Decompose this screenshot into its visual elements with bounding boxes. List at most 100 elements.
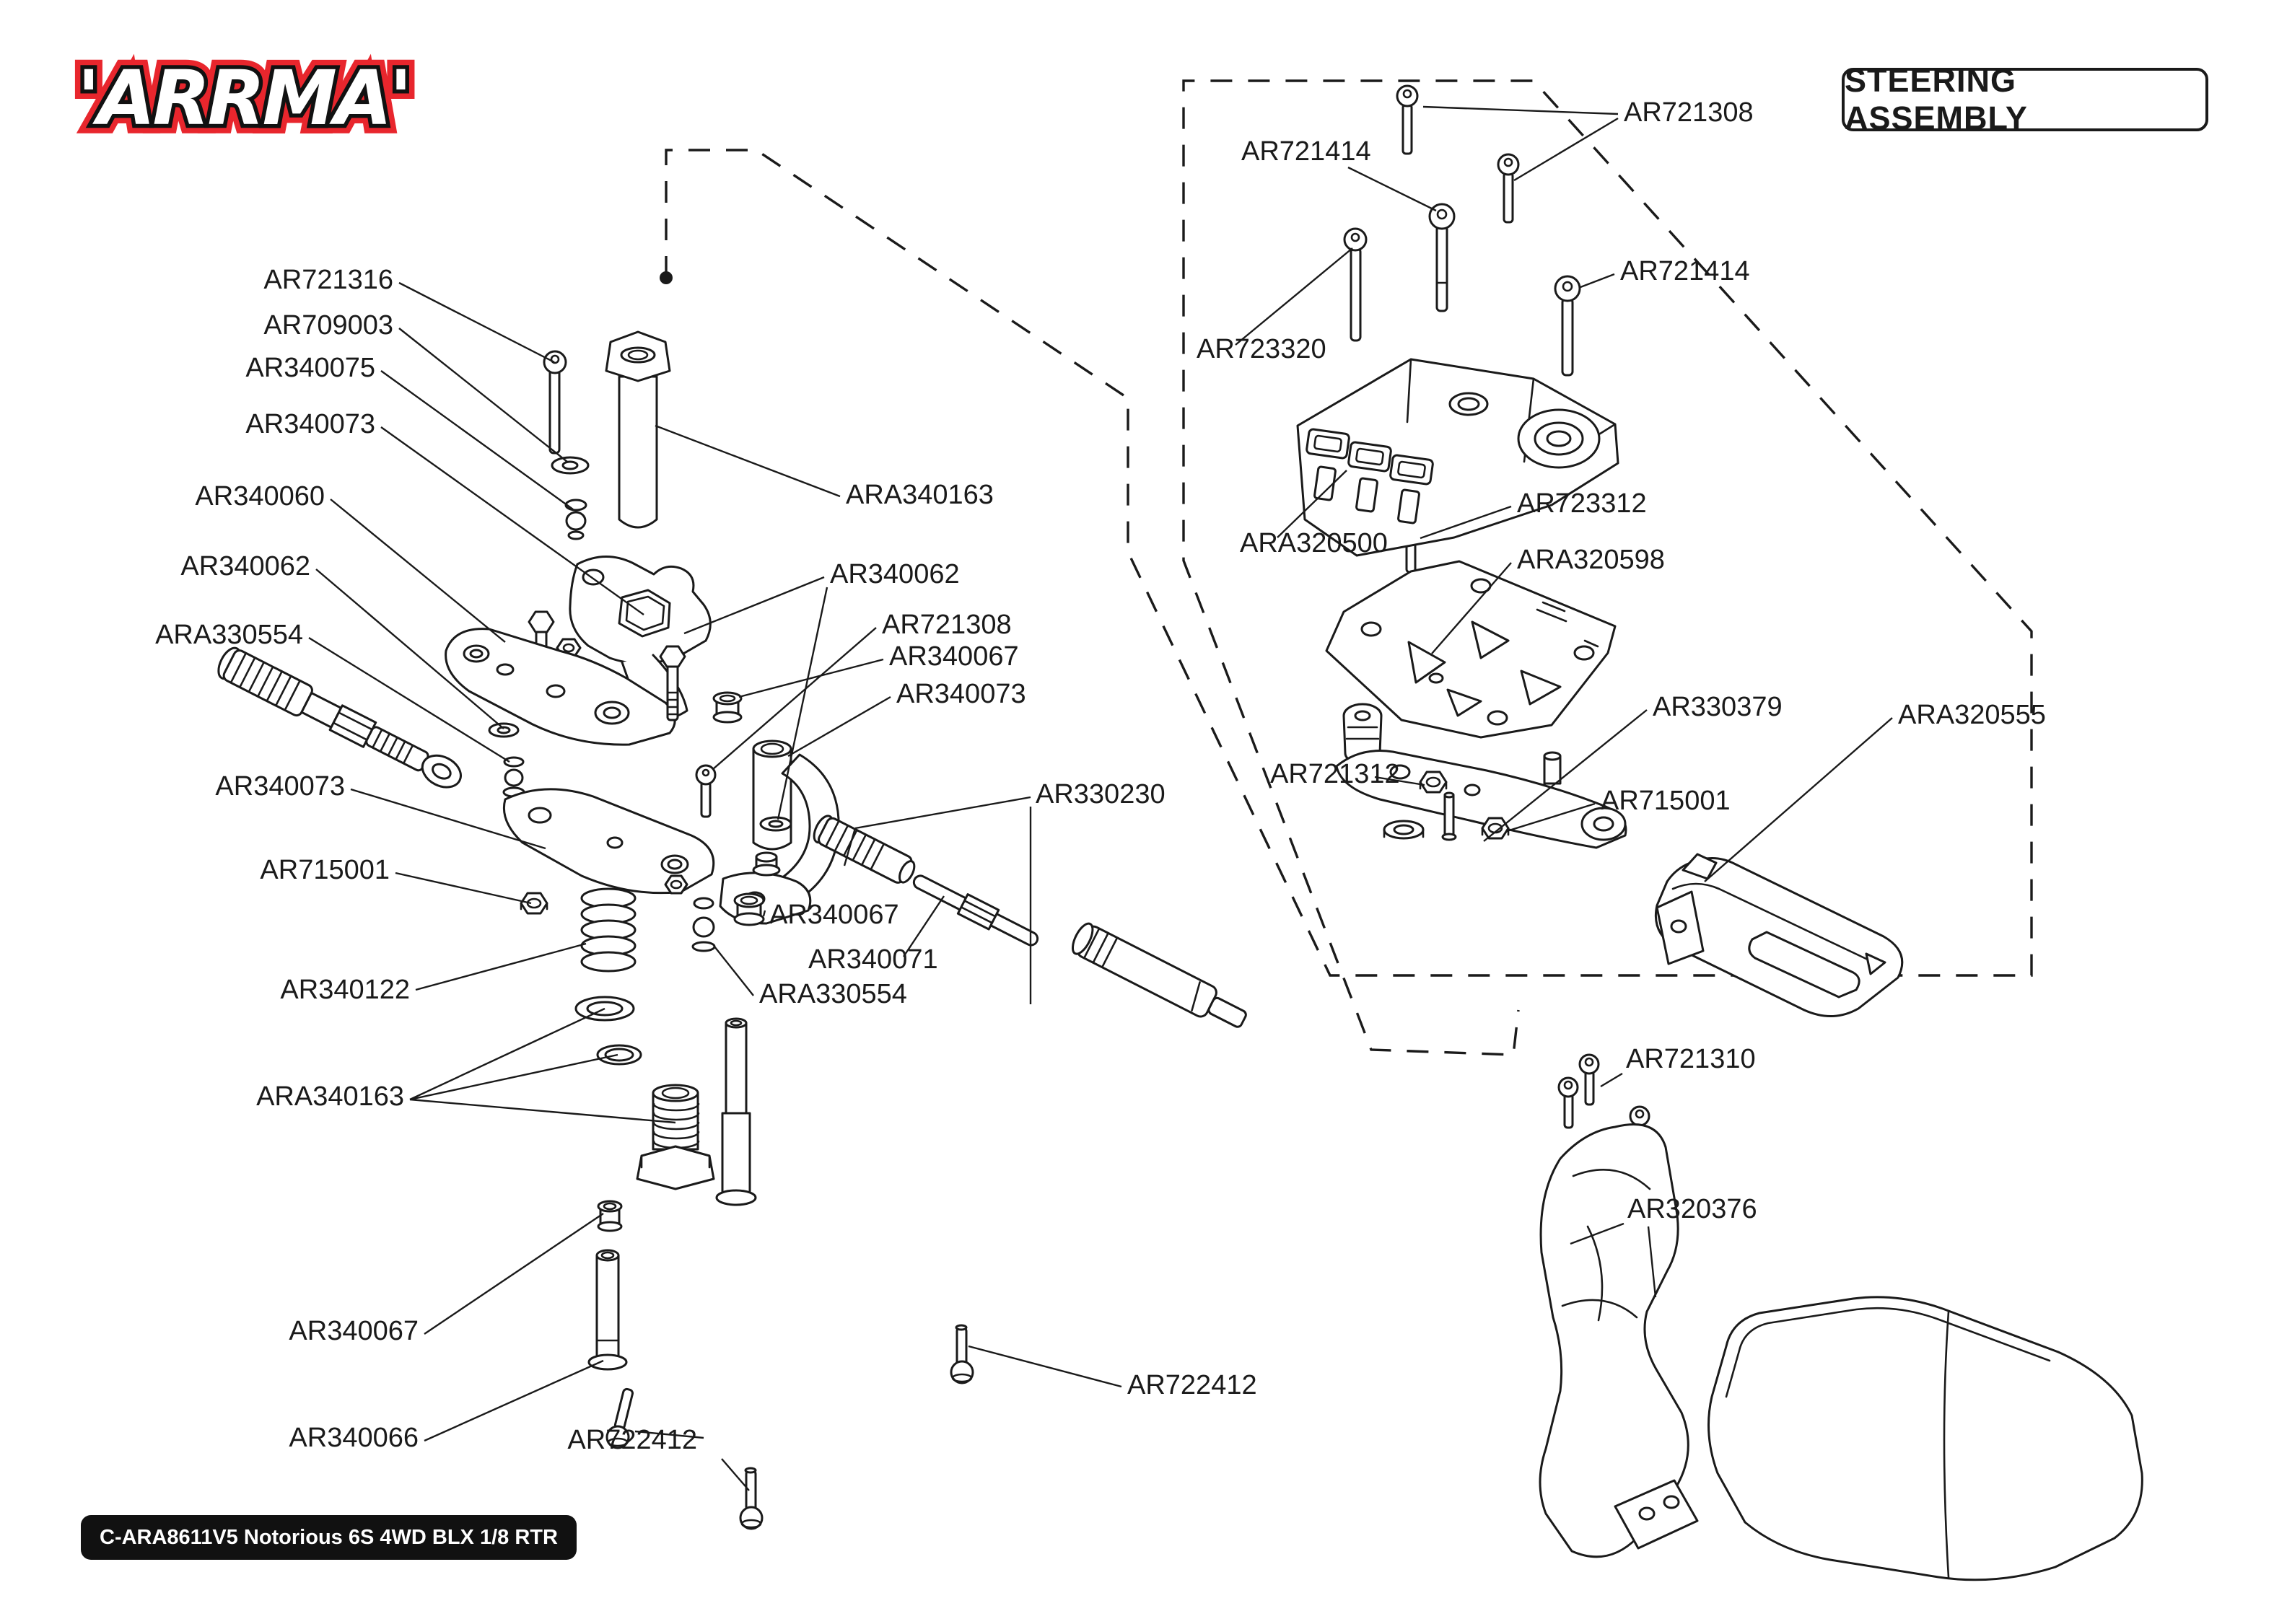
part-label-AR320376: AR320376 (1627, 1194, 1757, 1224)
part-hex-bolt-mid (659, 645, 686, 721)
leader-line-AR340060 (330, 499, 506, 643)
part-tierod-segment-c (1071, 922, 1247, 1028)
leader-line-AR340071 (903, 895, 945, 957)
part-body-panel-right-ar320376 (1707, 1296, 2143, 1581)
part-screw-ar721308-r2 (1497, 153, 1520, 224)
leader-line-AR330230 (843, 828, 857, 866)
page-title: STEERING ASSEMBLY (1842, 62, 2208, 136)
part-screw-ar721316 (543, 350, 567, 455)
leader-line-AR330230 (854, 796, 1031, 830)
part-screw-ar722412-a (605, 1387, 634, 1449)
part-washer-ar709003 (551, 456, 590, 475)
leader-line-AR721310 (1600, 1072, 1623, 1088)
part-bushing-ar340067-center (712, 691, 743, 724)
part-turnbuckle-left (217, 646, 462, 789)
part-label-AR340067: AR340067 (769, 900, 899, 930)
part-label-AR721310: AR721310 (1626, 1044, 1756, 1074)
leader-line-AR340073 (787, 695, 891, 758)
part-label-AR340067: AR340067 (289, 1316, 419, 1346)
leader-line-ARA340163 (409, 1007, 605, 1101)
part-washer-ar340062-left (488, 722, 520, 738)
leader-line-ARA320555 (1704, 717, 1893, 882)
part-label-AR722412: AR722412 (1127, 1370, 1257, 1400)
leader-line-AR340062 (315, 569, 504, 729)
part-washer-center-b (752, 851, 781, 877)
part-label-AR722412: AR722412 (567, 1425, 697, 1455)
part-screw-ar721414-r1 (1428, 203, 1456, 312)
part-nut-ar715001-right (1481, 817, 1510, 840)
leader-line-AR722412 (634, 1430, 704, 1439)
part-tierod-segment-b-ar340071 (912, 874, 1039, 947)
part-label-AR721414: AR721414 (1620, 256, 1750, 286)
arrma-logo-text: 'ARRMA' (77, 54, 409, 142)
part-washer-right (1383, 820, 1425, 840)
leader-line-AR340062 (683, 576, 825, 635)
leader-line-ARA340163 (409, 1098, 676, 1124)
part-bushing-ar340067-left (597, 1200, 623, 1232)
part-screw-ar722412-c (950, 1324, 974, 1384)
leader-line-AR721308 (1513, 117, 1619, 182)
part-plate-ara320598 (1325, 560, 1617, 739)
part-servo-arm-ara320555 (1654, 853, 1904, 1017)
magnifier-boundary (660, 79, 2033, 1056)
part-bushing-ar340067-low (733, 892, 765, 926)
part-nut-tiny-mid (664, 874, 688, 895)
leader-line-AR721312 (1374, 776, 1425, 786)
part-label-AR709003: AR709003 (263, 310, 393, 341)
arrma-logo: 'ARRMA' 'ARRMA' (68, 36, 473, 152)
part-label-AR340062: AR340062 (180, 551, 310, 581)
part-ballstud-ara330554-left (502, 756, 525, 798)
part-label-ARA320500: ARA320500 (1240, 528, 1388, 558)
part-label-AR340073: AR340073 (245, 409, 375, 439)
part-label-AR723312: AR723312 (1517, 488, 1647, 519)
part-steering-post-cylinder (752, 739, 792, 851)
part-screw-ar723320 (1343, 227, 1368, 342)
page-title-label: STEERING ASSEMBLY (1845, 62, 2028, 136)
arrma-logo-outline: 'ARRMA' (77, 54, 409, 142)
part-label-AR715001: AR715001 (260, 855, 390, 885)
part-label-AR340122: AR340122 (280, 975, 410, 1005)
part-label-AR721308: AR721308 (1624, 97, 1754, 128)
part-label-AR340075: AR340075 (245, 353, 375, 383)
leader-line-ARA340163 (409, 1053, 618, 1101)
leader-line-AR340067 (762, 910, 766, 917)
part-nut-ar721312 (1419, 771, 1448, 794)
kit-id-label: C-ARA8611V5 Notorious 6S 4WD BLX 1/8 RTR (100, 1525, 558, 1549)
leader-line-AR320376 (1570, 1222, 1624, 1245)
leader-line-AR722412 (968, 1345, 1122, 1388)
part-label-AR721316: AR721316 (263, 265, 393, 295)
leader-line-ARA330554 (714, 946, 754, 996)
part-threaded-bushing-ara340163 (636, 1084, 715, 1190)
part-lower-bellcrank-arm (502, 788, 715, 895)
part-label-AR340066: AR340066 (289, 1423, 419, 1453)
part-oring (596, 1044, 642, 1066)
part-label-AR340073: AR340073 (215, 771, 345, 802)
part-spring-ar340122 (580, 887, 637, 973)
part-label-ARA330554: ARA330554 (155, 620, 303, 650)
part-label-ARA320555: ARA320555 (1898, 700, 2046, 730)
part-label-AR340060: AR340060 (195, 481, 325, 512)
part-label-ARA330554: ARA330554 (759, 979, 907, 1009)
part-label-ARA340163: ARA340163 (846, 480, 994, 510)
part-long-pin-right (715, 1017, 757, 1206)
leader-line-AR721414 (1347, 166, 1437, 212)
leader-line-AR723312 (1420, 505, 1512, 540)
leader-line-ARA340163 (655, 424, 841, 498)
part-ballstud-ara330554-low (691, 897, 716, 952)
part-steering-rack-ar330379 (1335, 703, 1627, 849)
leader-line-AR709003 (398, 328, 568, 462)
leader-line-AR340062 (777, 587, 828, 820)
part-post-ar340066 (587, 1249, 628, 1371)
leader-line-AR721414 (1580, 273, 1615, 289)
part-pin-right (1441, 791, 1457, 841)
part-steering-post-tube-ara340163 (605, 330, 671, 529)
part-screw-ar722412-b (739, 1467, 764, 1530)
part-servo-mount-ara320500 (1296, 358, 1619, 557)
part-label-AR340073: AR340073 (896, 679, 1026, 709)
part-label-ARA340163: ARA340163 (256, 1081, 404, 1112)
leader-line-AR723320 (1235, 247, 1353, 346)
leader-line-AR340067 (738, 658, 884, 698)
part-screw-ar721308-center (695, 764, 717, 818)
part-label-AR721414: AR721414 (1241, 136, 1371, 167)
